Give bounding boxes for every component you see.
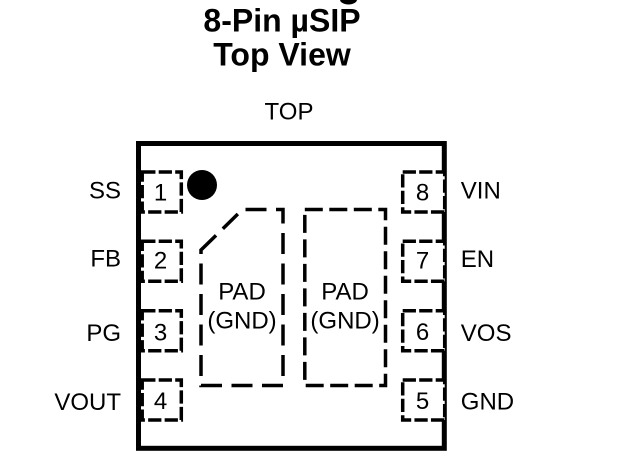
svg-text:(GND): (GND) — [310, 308, 379, 335]
svg-text:PAD: PAD — [218, 279, 266, 306]
svg-text:5: 5 — [416, 388, 429, 415]
svg-text:VIN: VIN — [461, 178, 501, 205]
svg-text:2: 2 — [154, 247, 167, 274]
svg-text:6: 6 — [416, 319, 429, 346]
svg-text:EN: EN — [461, 246, 494, 273]
svg-text:(GND): (GND) — [207, 308, 276, 335]
svg-text:7: 7 — [416, 247, 429, 274]
svg-text:TOP: TOP — [265, 99, 314, 126]
svg-text:FB: FB — [90, 246, 121, 273]
svg-text:PAD: PAD — [321, 279, 369, 306]
svg-text:4: 4 — [154, 388, 167, 415]
svg-text:GND: GND — [461, 389, 514, 416]
svg-text:PG: PG — [86, 320, 121, 347]
svg-text:SS: SS — [89, 178, 121, 205]
svg-text:1: 1 — [154, 180, 167, 207]
svg-text:VOS: VOS — [461, 320, 512, 347]
svg-text:8-Pin µSIP: 8-Pin µSIP — [203, 3, 360, 39]
svg-text:VOUT: VOUT — [54, 389, 121, 416]
svg-text:Top View: Top View — [213, 37, 351, 73]
svg-text:8: 8 — [416, 180, 429, 207]
svg-text:3: 3 — [154, 320, 167, 347]
